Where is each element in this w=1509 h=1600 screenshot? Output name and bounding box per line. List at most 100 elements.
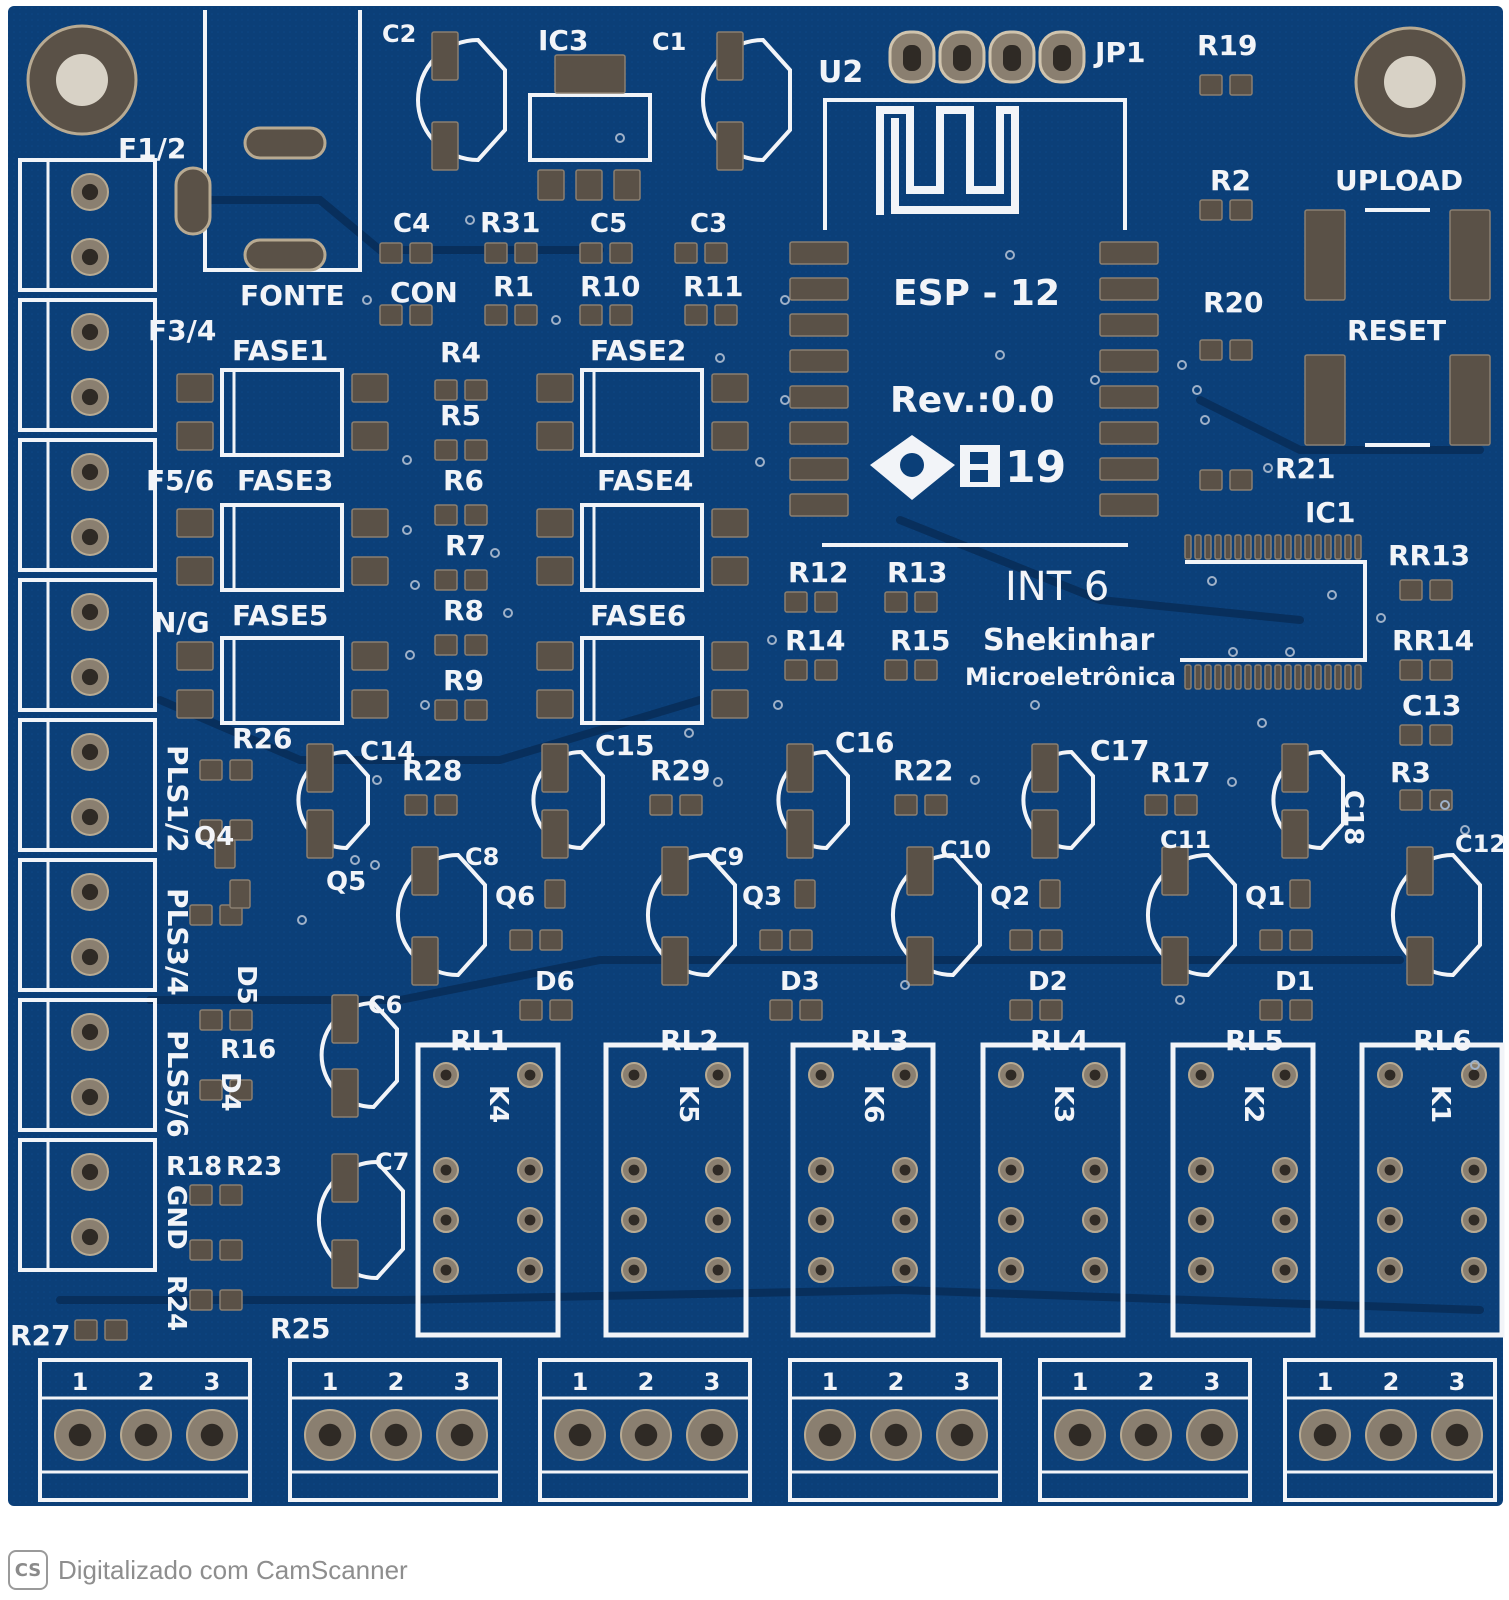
label-rr14: RR14	[1392, 624, 1474, 657]
fase-pad	[711, 373, 749, 403]
ic1-pin	[1354, 534, 1362, 560]
label-c10: C10	[940, 836, 991, 864]
via	[1470, 1060, 1480, 1070]
fase-pad	[536, 556, 574, 586]
smd-pad	[104, 1319, 128, 1341]
smd-pad	[789, 929, 813, 951]
drill-hole	[81, 463, 99, 481]
drill-hole	[1195, 1069, 1207, 1081]
drill-hole	[440, 1164, 452, 1176]
smd-pad	[1399, 579, 1423, 601]
header-pin-hole	[903, 45, 921, 71]
via	[410, 580, 420, 590]
esp-pad-left	[789, 421, 849, 445]
capacitor-mid-pad	[1031, 809, 1059, 859]
drill-hole	[1279, 1214, 1291, 1226]
label-r23: R23	[226, 1152, 282, 1182]
via	[1257, 718, 1267, 728]
label-d4: D4	[215, 1072, 245, 1112]
terminal-number: 1	[1072, 1368, 1089, 1396]
drill-hole	[81, 1163, 99, 1181]
label-c2: C2	[382, 20, 416, 48]
capacitor-mid-pad	[306, 809, 334, 859]
ic1-pin	[1314, 534, 1322, 560]
transistor-pad	[544, 879, 566, 909]
smd-pad	[579, 242, 603, 264]
manufacturer-logo-cut	[970, 470, 988, 482]
ic1-pin	[1334, 534, 1342, 560]
drill-hole	[1195, 1264, 1207, 1276]
drill-hole	[899, 1264, 911, 1276]
ic3-outline	[528, 93, 652, 162]
via	[420, 700, 430, 710]
label-c15: C15	[595, 729, 655, 762]
transistor-pad	[1289, 879, 1311, 909]
via	[615, 133, 625, 143]
silkscreen-graphics	[18, 10, 1505, 1502]
drill-hole	[1384, 1069, 1396, 1081]
ic1-pin	[1254, 534, 1262, 560]
fase-pad	[711, 641, 749, 671]
drill-hole	[712, 1214, 724, 1226]
via	[1460, 825, 1470, 835]
label-fase4: FASE4	[597, 464, 693, 497]
terminal-number: 1	[72, 1368, 89, 1396]
drill-hole	[1089, 1164, 1101, 1176]
drill-hole	[628, 1164, 640, 1176]
smd-pad	[199, 1009, 223, 1031]
via	[900, 980, 910, 990]
capacitor-low-pad	[906, 846, 934, 896]
drill-hole	[81, 883, 99, 901]
label-r24: R24	[161, 1275, 191, 1331]
esp-pad-left	[789, 313, 849, 337]
label-r10: R10	[580, 270, 641, 303]
capacitor-c7-pad	[331, 1153, 359, 1203]
relay-outline	[980, 1042, 1126, 1338]
drill-hole	[81, 668, 99, 686]
capacitor-low-pad	[661, 936, 689, 986]
smd-pad	[199, 819, 223, 841]
via	[780, 295, 790, 305]
label-gnd: GND	[161, 1185, 191, 1250]
smd-pad	[609, 242, 633, 264]
capacitor-c6-pad	[331, 1068, 359, 1118]
capacitor-mid-pad	[786, 809, 814, 859]
label-r9: R9	[443, 664, 484, 697]
drill-hole	[712, 1264, 724, 1276]
ic1-pin	[1234, 534, 1242, 560]
esp-pad-left	[789, 385, 849, 409]
drill-hole	[899, 1164, 911, 1176]
ic1-pin	[1214, 664, 1222, 690]
drill-hole	[1200, 1423, 1224, 1447]
label-fase5: FASE5	[232, 599, 328, 632]
smd-pad	[434, 794, 458, 816]
smd-pad	[704, 242, 728, 264]
smd-pad	[1429, 659, 1453, 681]
drill-hole	[450, 1423, 474, 1447]
ic1-pin	[1354, 664, 1362, 690]
drill-hole	[1468, 1164, 1480, 1176]
revision-label: Rev.:0.0	[890, 380, 1055, 421]
label-r31: R31	[480, 206, 541, 239]
smd-pad	[199, 759, 223, 781]
capacitor-c1-pad	[716, 31, 744, 81]
esp-pad-right	[1099, 277, 1159, 301]
label-r19: R19	[1197, 29, 1258, 62]
via	[503, 608, 513, 618]
ic1-pin	[1244, 664, 1252, 690]
via	[1177, 360, 1187, 370]
ic1-pin	[1204, 664, 1212, 690]
capacitor-mid-pad	[541, 743, 569, 793]
smd-pad	[464, 569, 488, 591]
terminal-block-left	[18, 298, 157, 432]
drill-hole	[1195, 1214, 1207, 1226]
label-r14: R14	[785, 624, 846, 657]
label-fase2: FASE2	[590, 334, 686, 367]
smd-pad	[1259, 999, 1283, 1021]
ic1-outline	[1180, 560, 1367, 662]
via	[713, 777, 723, 787]
label-jp1: JP1	[1093, 36, 1145, 69]
label-d3: D3	[780, 967, 820, 997]
ic1-pin	[1184, 664, 1192, 690]
